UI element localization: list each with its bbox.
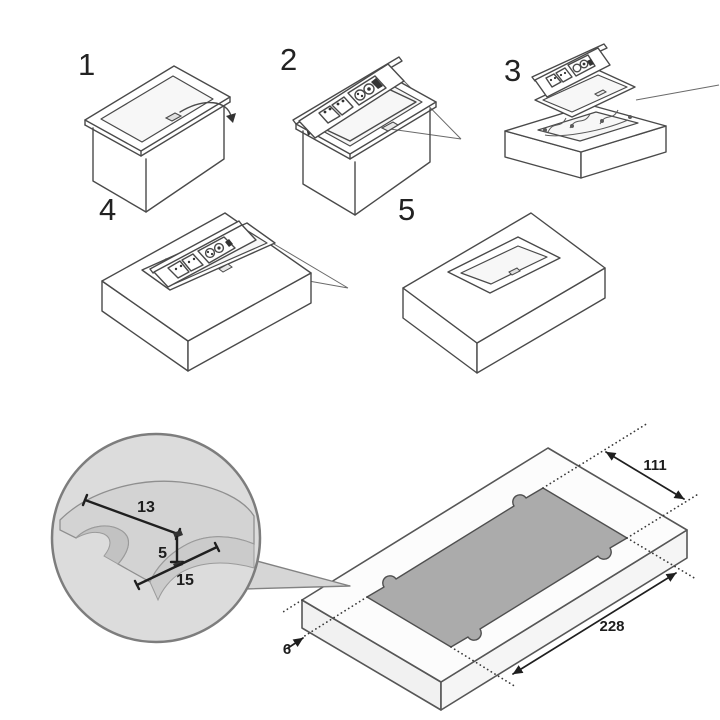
step-3-insert-unit: 3: [504, 43, 720, 179]
step-3-callout-line: [635, 84, 720, 101]
step-4-mounted-open: 4: [99, 192, 349, 372]
cutout-dimension-view: 111 228 6: [282, 422, 701, 711]
step-1-closed-unit: 1: [78, 47, 236, 213]
notch-dimensions: 13 5 15: [81, 493, 221, 591]
dim-vertical-label: 5: [158, 545, 167, 562]
lid-latch: [218, 263, 233, 273]
magnifier-detail-view: 13 5 15: [50, 432, 262, 644]
lid-latch: [164, 112, 183, 122]
open-direction-arrow: [179, 101, 232, 117]
step-4-number: 4: [99, 192, 116, 227]
unit-lid-closed: [100, 75, 214, 143]
socket-module-data: [347, 75, 387, 106]
construction-lines: [282, 422, 701, 688]
step-1-number: 1: [78, 47, 95, 82]
socket-module-data: [197, 236, 236, 264]
socket-module-data: [567, 54, 596, 77]
step-3-number: 3: [504, 53, 521, 88]
socket-module-power: [545, 67, 573, 88]
step-2-number: 2: [280, 42, 297, 77]
desk-cutout-opening: [537, 111, 639, 142]
magnifier-callout-wedge: [243, 559, 351, 590]
dim-width-label: 111: [643, 457, 666, 474]
unit-lid-closed: [460, 245, 548, 285]
dim-arrow-length: [512, 572, 677, 675]
lid-latch: [380, 121, 400, 132]
lid-latch: [508, 267, 521, 276]
step-2-open-unit: 2: [280, 42, 462, 216]
step-5-closed-flush: 5: [398, 192, 606, 374]
mounting-wires: [543, 109, 632, 137]
unit-opening: [542, 74, 628, 113]
notch-wall: [75, 525, 129, 565]
dim-length-label: 228: [599, 618, 624, 635]
dim-arrow-width: [605, 451, 685, 500]
dim-bottom-label: 15: [176, 572, 194, 589]
socket-module-power: [167, 253, 204, 279]
dim-edge-label: 6: [283, 641, 291, 658]
lid-latch: [594, 89, 607, 97]
dim-arrow-edge: [287, 637, 304, 649]
socket-module-power: [318, 96, 354, 124]
dim-top-label: 13: [137, 499, 155, 516]
step-5-number: 5: [398, 192, 415, 227]
